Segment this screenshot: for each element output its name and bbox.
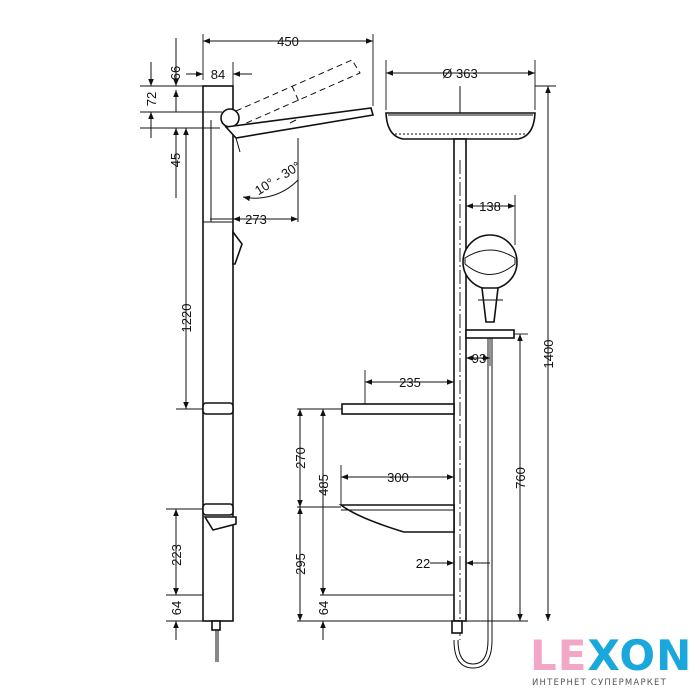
valve-band-lower [202, 503, 234, 516]
hand-shower [462, 234, 518, 290]
dim-64-right: 64 [316, 601, 331, 615]
logo-letter-l: L [530, 631, 558, 680]
dim-485: 485 [316, 474, 331, 496]
dim-270: 270 [293, 447, 308, 469]
dim-93: 93 [472, 351, 486, 366]
shelf-lower [338, 504, 455, 533]
dim-72: 72 [144, 92, 159, 106]
dim-64-left: 64 [169, 601, 184, 615]
valve-band-upper [202, 402, 234, 415]
dim-45: 45 [168, 153, 183, 167]
dim-1400: 1400 [541, 340, 556, 369]
dim-363: Ø 363 [442, 66, 477, 81]
logo-letter-e: E [557, 631, 588, 680]
shower-arm [224, 107, 375, 139]
shelf-upper [341, 403, 455, 415]
lexon-logo: LEXON ИНТЕРНЕТ СУПЕРМАРКЕТ [530, 634, 695, 696]
dim-235: 235 [399, 375, 421, 390]
arm-joint [220, 108, 240, 128]
logo-letter-n: N [656, 631, 693, 680]
dim-84: 84 [211, 67, 225, 82]
dim-295: 295 [293, 553, 308, 575]
side-view: 450 84 66 72 45 1220 10° - 30° 273 [140, 34, 375, 662]
overhead-shower [385, 112, 536, 140]
dim-66: 66 [168, 66, 183, 80]
dim-223: 223 [169, 544, 184, 566]
logo-wordmark: LEXON [530, 634, 692, 678]
logo-tagline: ИНТЕРНЕТ СУПЕРМАРКЕТ [532, 678, 667, 688]
lever-handle [232, 229, 243, 265]
dim-760: 760 [513, 467, 528, 489]
dim-300: 300 [387, 470, 409, 485]
logo-letter-o: O [619, 631, 657, 680]
dim-273: 273 [245, 212, 267, 227]
logo-letter-x: X [587, 631, 620, 680]
shower-column-side [202, 85, 234, 622]
shelf-side-profile [203, 516, 237, 531]
front-view: Ø 363 138 93 235 300 270 485 295 [293, 60, 556, 669]
dim-22: 22 [416, 556, 430, 571]
dim-138: 138 [479, 199, 501, 214]
shower-hose [457, 338, 489, 665]
dim-1220: 1220 [179, 304, 194, 333]
dim-angle: 10° - 30° [252, 158, 303, 198]
dim-450: 450 [277, 34, 299, 49]
